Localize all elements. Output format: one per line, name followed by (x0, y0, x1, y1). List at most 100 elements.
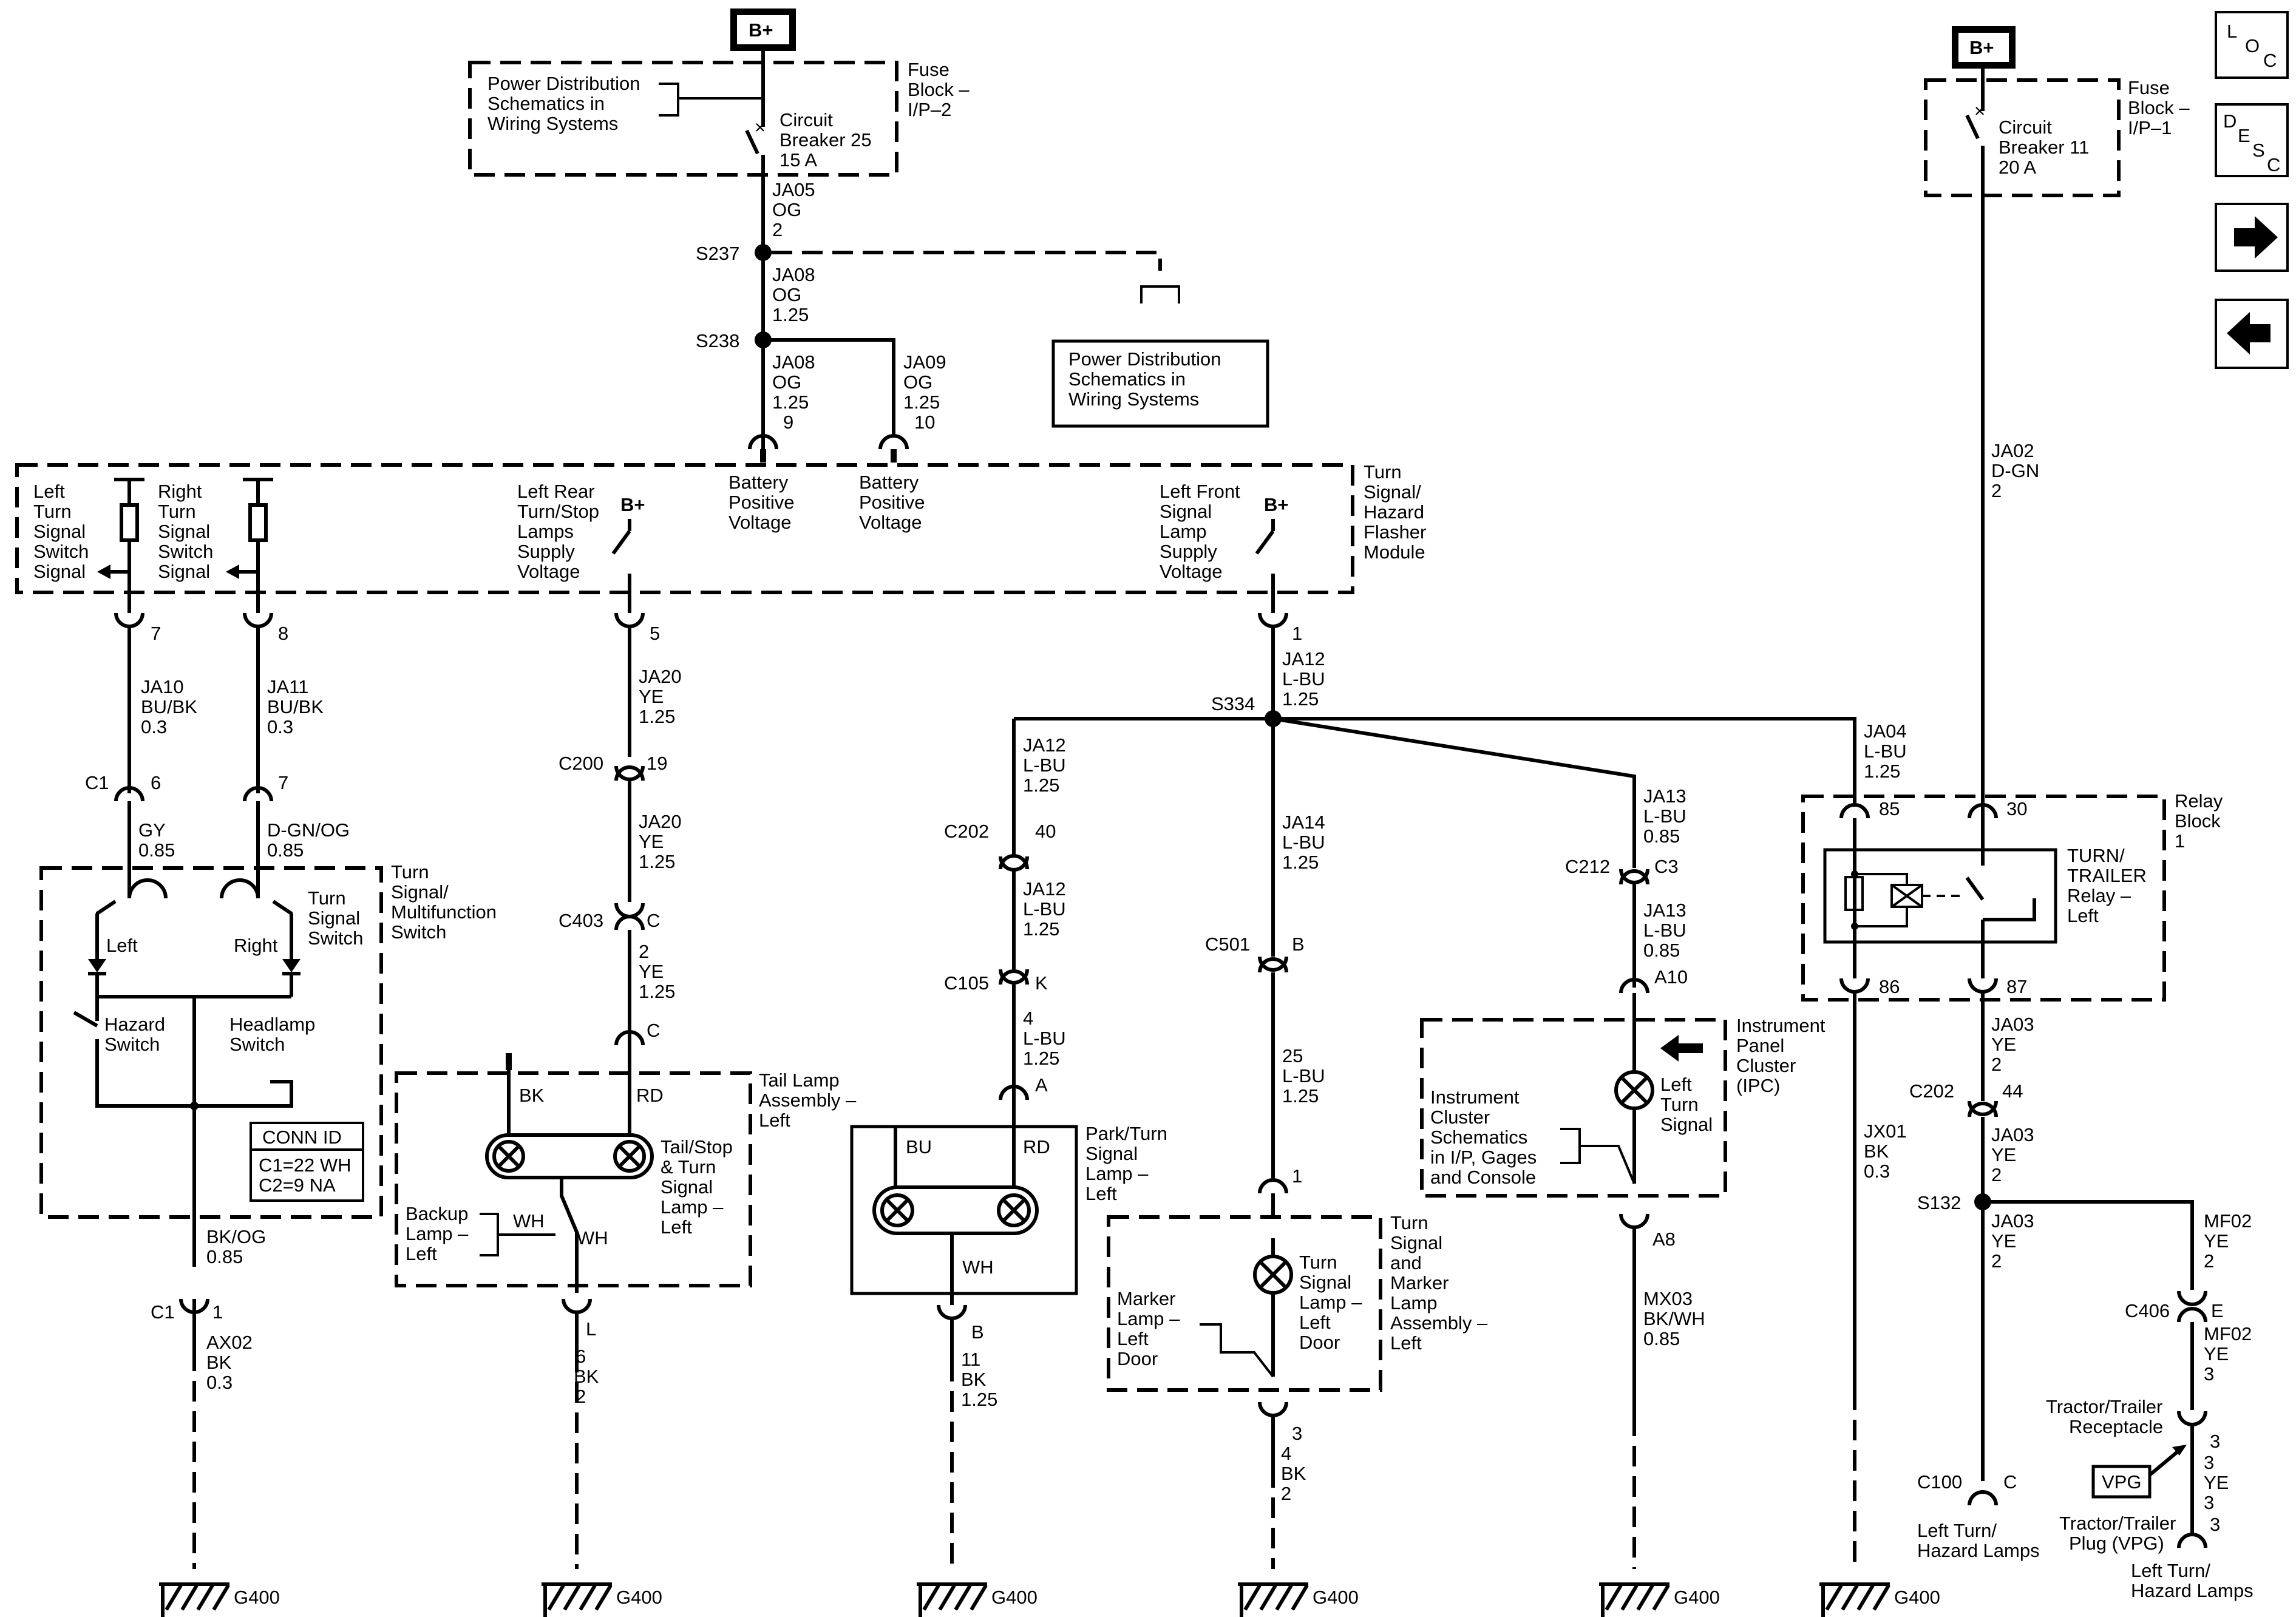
svg-text:Left: Left (661, 1216, 692, 1238)
svg-text:WH: WH (962, 1256, 994, 1278)
svg-text:Headlamp: Headlamp (229, 1014, 315, 1035)
svg-text:Breaker 11: Breaker 11 (1999, 137, 2089, 158)
svg-text:1.25: 1.25 (772, 304, 809, 325)
svg-text:Hazard Lamps: Hazard Lamps (1917, 1540, 2040, 1561)
svg-text:L-BU: L-BU (1282, 1065, 1325, 1086)
svg-text:1.25: 1.25 (639, 981, 675, 1002)
svg-text:C2=9 NA: C2=9 NA (259, 1175, 336, 1196)
svg-text:Voltage: Voltage (517, 561, 580, 582)
next-page-button[interactable] (2215, 203, 2289, 272)
svg-text:S238: S238 (696, 330, 739, 351)
svg-text:YE: YE (1991, 1034, 2016, 1055)
svg-text:and: and (1390, 1252, 1422, 1273)
svg-text:BK: BK (1864, 1141, 1889, 1162)
svg-text:2: 2 (1991, 1250, 2002, 1272)
svg-text:15 A: 15 A (779, 149, 817, 171)
svg-text:Switch: Switch (391, 921, 446, 943)
svg-text:JA12: JA12 (1023, 878, 1066, 900)
svg-text:7: 7 (278, 772, 288, 793)
svg-text:C406: C406 (2125, 1300, 2170, 1321)
svg-text:Left Front: Left Front (1160, 481, 1240, 502)
svg-text:E: E (2238, 125, 2250, 146)
svg-text:CONN ID: CONN ID (262, 1127, 342, 1148)
svg-text:Voltage: Voltage (1160, 561, 1222, 582)
svg-text:BK: BK (519, 1085, 545, 1106)
svg-text:BK/WH: BK/WH (1643, 1308, 1705, 1329)
svg-text:JA03: JA03 (1991, 1210, 2034, 1232)
ground-g400-1: G400 (159, 1582, 280, 1617)
svg-text:A8: A8 (1652, 1229, 1676, 1250)
svg-text:0.3: 0.3 (1864, 1161, 1890, 1182)
svg-text:Lamps: Lamps (517, 521, 574, 542)
svg-text:C100: C100 (1917, 1471, 1962, 1493)
svg-text:G400: G400 (1313, 1587, 1359, 1608)
svg-text:JA20: JA20 (639, 666, 682, 687)
turn-signal-hazard-flasher-module (15, 463, 1354, 594)
svg-text:B+: B+ (1264, 494, 1289, 515)
svg-text:L-BU: L-BU (1023, 754, 1066, 776)
svg-text:JA08: JA08 (772, 351, 815, 373)
svg-text:RD: RD (636, 1085, 664, 1106)
svg-text:C1: C1 (85, 772, 109, 793)
svg-text:5: 5 (650, 623, 660, 644)
svg-text:Signal: Signal (1660, 1114, 1713, 1135)
svg-text:O: O (2245, 35, 2260, 56)
pds-ref-2 (1051, 339, 1269, 428)
fuse-block-ip1 (1924, 78, 2121, 197)
svg-text:0.85: 0.85 (206, 1246, 243, 1267)
svg-text:1.25: 1.25 (1023, 1048, 1059, 1069)
loc-button[interactable]: L O C (2215, 11, 2289, 79)
vpg-box: VPG (2091, 1465, 2152, 1499)
svg-text:Turn: Turn (1390, 1212, 1428, 1233)
svg-text:Turn: Turn (33, 501, 72, 522)
svg-text:C1: C1 (151, 1301, 175, 1323)
svg-text:2: 2 (772, 219, 783, 240)
svg-text:Left: Left (1390, 1332, 1422, 1354)
svg-text:MX03: MX03 (1643, 1288, 1693, 1309)
svg-text:Right: Right (158, 481, 202, 502)
svg-text:E: E (2211, 1300, 2224, 1321)
svg-text:Switch: Switch (33, 541, 89, 562)
svg-text:JX01: JX01 (1864, 1120, 1907, 1142)
svg-text:0.3: 0.3 (206, 1372, 233, 1393)
svg-text:YE: YE (2204, 1343, 2229, 1364)
svg-text:C: C (647, 1020, 660, 1041)
svg-text:Switch: Switch (308, 927, 363, 949)
ground-g400-5: G400 (1599, 1582, 1720, 1617)
desc-button[interactable]: D E S C (2215, 103, 2289, 177)
prev-page-button[interactable] (2215, 299, 2289, 369)
svg-text:Hazard Lamps: Hazard Lamps (2131, 1580, 2254, 1601)
svg-text:BU/BK: BU/BK (141, 696, 197, 717)
svg-text:Panel: Panel (1736, 1035, 1784, 1056)
svg-text:TRAILER: TRAILER (2067, 865, 2147, 886)
svg-text:1.25: 1.25 (1864, 761, 1900, 782)
svg-text:Switch: Switch (104, 1034, 160, 1055)
svg-text:30: 30 (2006, 798, 2027, 819)
svg-text:Battery: Battery (859, 472, 919, 493)
svg-text:1.25: 1.25 (639, 706, 675, 727)
svg-text:C: C (2263, 50, 2277, 71)
svg-text:WH: WH (577, 1227, 608, 1249)
svg-text:WH: WH (513, 1210, 545, 1232)
svg-text:Left: Left (2067, 905, 2099, 926)
svg-text:Lamp –: Lamp – (1085, 1163, 1149, 1184)
svg-text:9: 9 (783, 412, 793, 433)
svg-text:D-GN/OG: D-GN/OG (267, 819, 350, 841)
svg-text:1.25: 1.25 (1282, 1085, 1319, 1107)
svg-text:JA12: JA12 (1023, 734, 1066, 756)
svg-text:10: 10 (914, 412, 935, 433)
svg-text:Lamp –: Lamp – (661, 1196, 724, 1218)
tail-lamp-assembly-left (395, 1071, 752, 1287)
svg-text:Hazard: Hazard (1364, 501, 1424, 523)
svg-text:Lamp –: Lamp – (1117, 1308, 1180, 1329)
svg-text:TURN/: TURN/ (2067, 845, 2125, 866)
svg-text:Relay –: Relay – (2067, 885, 2131, 906)
svg-text:YE: YE (2204, 1230, 2229, 1252)
svg-text:1.25: 1.25 (1282, 852, 1319, 873)
svg-text:1.25: 1.25 (903, 392, 940, 413)
svg-text:20 A: 20 A (1999, 157, 2036, 178)
svg-text:Breaker 25: Breaker 25 (779, 129, 872, 151)
svg-text:1: 1 (212, 1301, 223, 1323)
svg-text:OG: OG (772, 371, 801, 393)
